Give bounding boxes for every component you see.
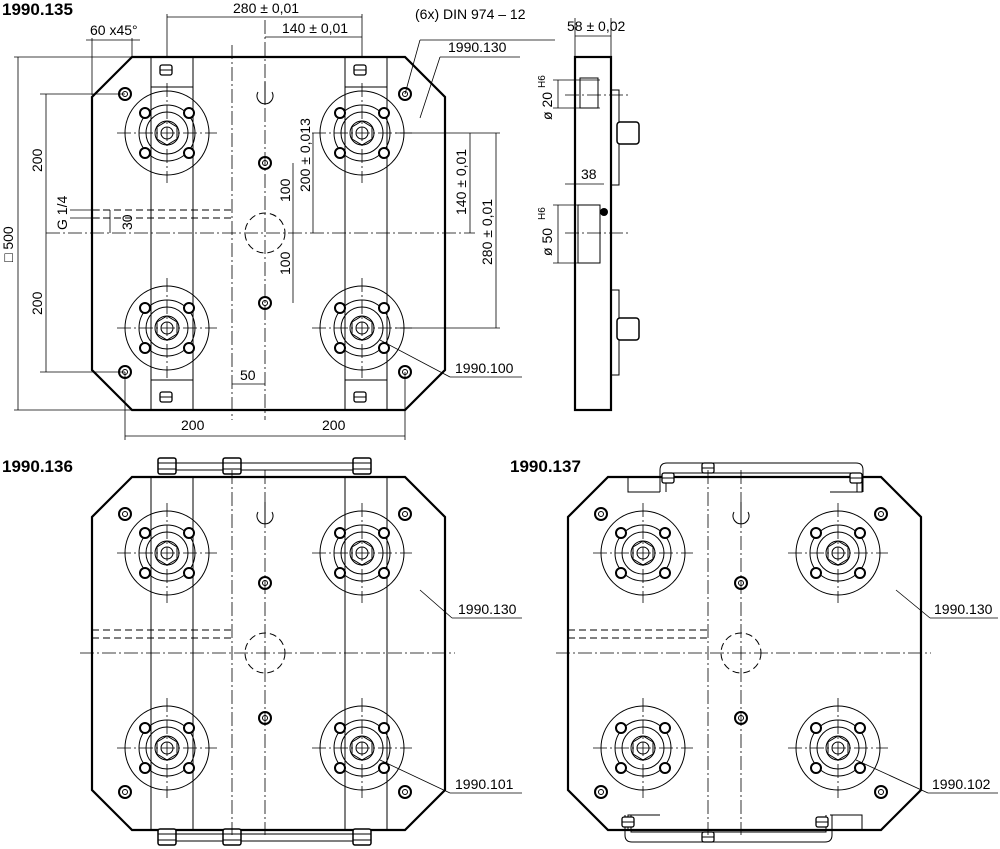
dim-100-b: 100 [277, 251, 293, 275]
callout-1990-102: 1990.102 [932, 776, 991, 792]
dim-d50: ø 50 [539, 228, 555, 256]
view-1990-136: 1990.136 [2, 457, 522, 846]
plate-outline-136 [90, 475, 447, 832]
dim-200-bl: 200 [181, 417, 205, 433]
dim-140: 140 ± 0,01 [282, 20, 348, 36]
dim-200-top: 200 [29, 148, 45, 172]
view-1990-137: 1990.137 1990.130 [510, 457, 998, 843]
dim-50: 50 [240, 367, 256, 383]
side-plate [573, 55, 613, 412]
dim-chamfer: 60 x45° [90, 22, 138, 38]
dim-280: 280 ± 0,01 [233, 0, 299, 16]
dim-38: 38 [581, 166, 597, 182]
clamping-module-135-bl [116, 277, 218, 379]
callout-1990-100: 1990.100 [455, 360, 514, 376]
dim-200-br: 200 [322, 417, 346, 433]
callout-1990-130-b: 1990.130 [458, 601, 517, 617]
view-1990-135: 1990.135 [0, 0, 555, 440]
dim-140-v: 140 ± 0,01 [453, 149, 469, 215]
label-g14: G 1/4 [54, 196, 70, 230]
dim-58: 58 ± 0,02 [567, 18, 625, 34]
dim-200-013: 200 ± 0,013 [297, 118, 313, 192]
dim-100-a: 100 [277, 178, 293, 202]
callout-1990-101: 1990.101 [455, 776, 514, 792]
dim-30: 30 [119, 214, 135, 230]
title-1990-135: 1990.135 [2, 0, 73, 19]
callout-1990-130-c: 1990.130 [934, 601, 993, 617]
title-1990-137: 1990.137 [510, 457, 581, 476]
title-1990-136: 1990.136 [2, 457, 73, 476]
dim-d20: ø 20 [539, 92, 555, 120]
dim-200-bottom: 200 [29, 291, 45, 315]
dim-d50-tol: H6 [537, 207, 548, 220]
dim-500: □ 500 [0, 226, 16, 262]
clamp-rail-135 [150, 56, 194, 88]
clamping-module-135-tl [116, 82, 218, 184]
callout-1990-130-a: 1990.130 [448, 39, 507, 55]
side-view: 58 ± 0,02 ø 20 H6 38 ø 50 H6 [537, 18, 640, 412]
dim-280-v: 280 ± 0,01 [479, 199, 495, 265]
dim-d20-tol: H6 [537, 75, 548, 88]
din-note: (6x) DIN 974 – 12 [415, 6, 526, 22]
plate-outline-137 [566, 475, 923, 832]
